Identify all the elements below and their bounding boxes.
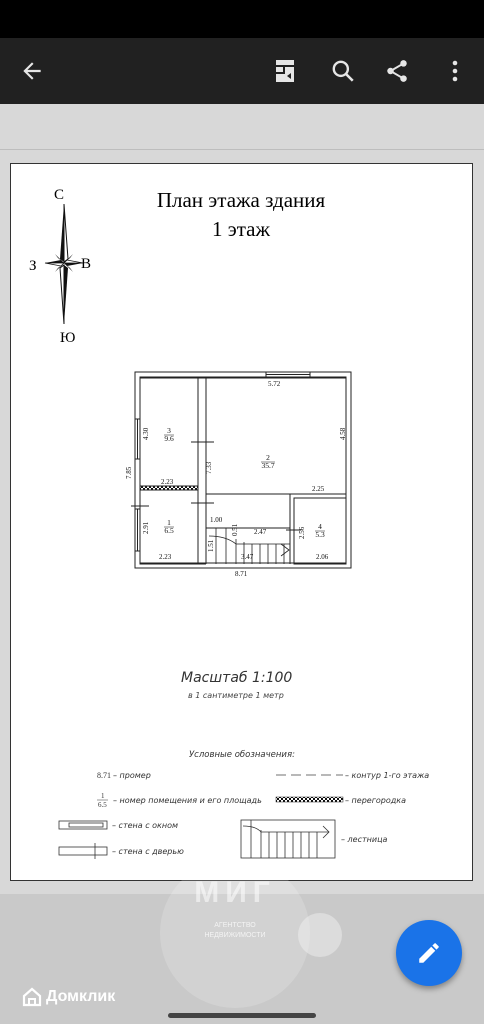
- plan-title: План этажа здания: [156, 188, 326, 212]
- room-number: 4: [318, 522, 322, 531]
- dim-right: 4.58: [339, 427, 347, 440]
- scale-note: в 1 сантиметре 1 метр: [188, 691, 284, 700]
- agency-watermark: МИГ АГЕНТСТВО НЕДВИЖИМОСТИ: [160, 858, 310, 1008]
- dim-stair-a: 0.51: [231, 523, 239, 536]
- legend-room-num: 1: [101, 792, 105, 800]
- room-area: 6.5: [164, 526, 174, 535]
- document-top-margin: [0, 104, 484, 150]
- dim-stair-length: 2.47: [254, 528, 267, 536]
- dim-hall-right: 2.25: [312, 485, 325, 493]
- dimension-labels: 5.72 4.58 7.85 4.30 2.23 7.33 2.25 1.00 …: [125, 380, 347, 578]
- dim-room4-bottom: 2.06: [316, 553, 329, 561]
- dim-room3-side: 4.30: [142, 427, 150, 440]
- plan-subtitle: 1 этаж: [211, 217, 271, 241]
- search-icon: [332, 60, 354, 82]
- legend-door-label: – стена с дверью: [112, 847, 184, 856]
- gesture-nav-bar[interactable]: [168, 1013, 316, 1018]
- scale-text: Масштаб 1:100: [181, 670, 292, 686]
- watermark-brand: МИГ: [194, 876, 276, 909]
- status-bar: [0, 0, 484, 38]
- compass-south: Ю: [60, 330, 75, 346]
- dim-total-bottom: 8.71: [235, 570, 248, 578]
- legend-heading: Условные обозначения:: [189, 750, 295, 760]
- compass-north: С: [54, 187, 64, 203]
- back-button[interactable]: [13, 52, 51, 90]
- room-area: 9.6: [164, 434, 174, 443]
- room-number: 2: [266, 453, 270, 462]
- edit-pencil-icon: [419, 943, 439, 963]
- dim-left-total: 7.85: [125, 466, 133, 479]
- dim-stair-width: 1.00: [210, 516, 223, 524]
- legend-stairs-label: – лестница: [341, 835, 388, 844]
- legend-room-label: – номер помещения и его площадь: [113, 796, 262, 805]
- dim-partition: 2.23: [161, 478, 174, 486]
- room-area: 5.3: [315, 530, 325, 539]
- dim-stair-side: 1.51: [207, 539, 215, 552]
- edit-fab-button[interactable]: [396, 920, 462, 986]
- room-number: 1: [167, 518, 171, 527]
- dim-room1-bottom: 2.23: [159, 553, 172, 561]
- watermark-line2: НЕДВИЖИМОСТИ: [204, 932, 266, 939]
- house-icon: [22, 987, 42, 1007]
- share-button[interactable]: [378, 52, 416, 90]
- dim-mid: 7.33: [205, 461, 213, 474]
- document-button[interactable]: [266, 52, 304, 90]
- dim-stair-bottom: 3.47: [241, 553, 254, 561]
- legend: Условные обозначения: 8.71 – промер – ко…: [58, 750, 429, 859]
- domclick-logo-text: Домклик: [46, 988, 116, 1005]
- compass-west: З: [29, 258, 37, 274]
- arrow-back-icon: [23, 62, 41, 80]
- watermark-dot: [298, 913, 342, 957]
- dim-room4-side: 2.56: [298, 526, 306, 539]
- compass-rose: [44, 203, 84, 325]
- floor-plan-page[interactable]: План этажа здания 1 этаж С Ю З В: [10, 163, 473, 881]
- app-toolbar: [0, 38, 484, 104]
- dim-room1-side: 2.91: [142, 521, 150, 534]
- legend-contour-label: – контур 1-го этажа: [345, 771, 429, 780]
- legend-dim-sample: 8.71: [97, 771, 111, 780]
- room-number: 3: [167, 426, 171, 435]
- watermark-line1: АГЕНТСТВО: [214, 922, 256, 929]
- room-labels: 3 9.6 2 35.7 1 6.5 4 5.3: [164, 426, 325, 539]
- dim-top: 5.72: [268, 380, 281, 388]
- legend-dim-label: – промер: [113, 771, 151, 780]
- domclick-logo: Домклик: [22, 987, 115, 1007]
- more-vert-icon: [452, 60, 458, 82]
- legend-room-area: 6.5: [98, 801, 107, 809]
- legend-window-label: – стена с окном: [112, 821, 178, 830]
- compass-east: В: [81, 256, 91, 272]
- more-options-button[interactable]: [436, 52, 474, 90]
- floor-plan: [131, 371, 352, 569]
- document-icon: [276, 60, 294, 82]
- share-icon: [387, 60, 407, 82]
- search-button[interactable]: [324, 52, 362, 90]
- room-area: 35.7: [261, 461, 274, 470]
- floor-plan-drawing: С Ю З В: [29, 187, 429, 859]
- legend-partition-label: – перегородка: [345, 796, 406, 805]
